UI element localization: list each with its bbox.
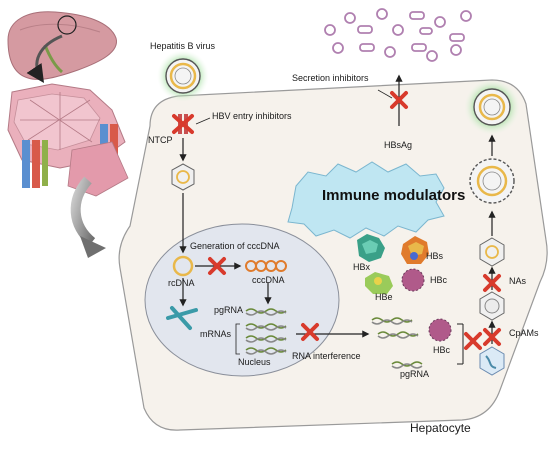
cccdna-chain [245,260,287,272]
zoom-arrow-liver [26,34,63,83]
entry-inhibition-x [172,114,194,134]
label-hbc-upper: HBc [430,275,448,285]
protein-hbc-upper [401,268,425,292]
label-mrnas: mRNAs [200,329,231,339]
label-pgrna-nucleus: pgRNA [214,305,244,315]
secreted-virion [464,79,520,135]
assembly-bracket [457,323,464,365]
label-rna-interference: RNA interference [292,351,361,361]
enveloped-virion-intracellular [469,158,515,204]
label-rcdna: rcDNA [168,278,195,288]
protein-hbe [365,272,393,294]
label-hbs: HBs [426,251,444,261]
cytoplasm-transcripts [371,317,423,369]
label-hbe: HBe [375,292,393,302]
label-ntcp: NTCP [148,135,173,145]
label-immune-modulators: Immune modulators [322,187,466,204]
label-hbc-lower: HBc [433,345,451,355]
label-hbx: HBx [353,262,371,272]
label-cccdna: cccDNA [252,275,285,285]
protein-hbx [357,234,385,262]
rcdna-circle [172,255,194,277]
liver-illustration [7,11,117,80]
zoom-arrow-hepatocyte [70,176,96,246]
capsid-assembly-hex [479,346,505,376]
label-hepatocyte: Hepatocyte [410,421,471,435]
integrated-dna [166,306,198,330]
cpams-inhibition-x-2 [483,328,501,346]
label-cpams: CpAMs [509,328,539,338]
secretion-inhibition-x [390,91,408,109]
capsid-upper [479,237,505,267]
mrnas-bracket [235,323,240,355]
rnai-inhibition-x [301,323,319,341]
secretion-pointer [377,89,393,99]
entry-inhibitor-pointer [195,117,211,125]
liver-lobule-illustration [7,83,129,197]
subviral-particles [324,8,472,62]
zoom-circle [57,15,77,35]
immune-modulators-burst [287,161,445,239]
nucleocapsid-entry [171,163,195,191]
protein-hbc-lower [428,318,452,342]
label-nucleus: Nucleus [238,357,271,367]
label-hbsag: HBsAg [384,140,413,150]
label-pgrna-cytoplasm: pgRNA [400,369,430,379]
nuclear-transcripts [245,308,287,355]
label-hepatitis-b-virus: Hepatitis B virus [150,41,216,51]
capsid-mid [479,291,505,321]
label-secretion-inhibitors: Secretion inhibitors [292,73,369,83]
label-generation-of-cccdna: Generation of cccDNA [190,241,280,251]
nas-inhibition-x [483,274,501,292]
protein-hbs [401,236,429,264]
nucleus [144,223,340,377]
cpams-inhibition-x [464,332,482,350]
hbv-virion-entering [157,50,209,102]
label-hbv-entry-inhibitors: HBV entry inhibitors [212,111,292,121]
cccdna-inhibition-x [208,257,226,275]
label-nas: NAs [509,276,527,286]
zoom-arrow-head [80,236,106,258]
